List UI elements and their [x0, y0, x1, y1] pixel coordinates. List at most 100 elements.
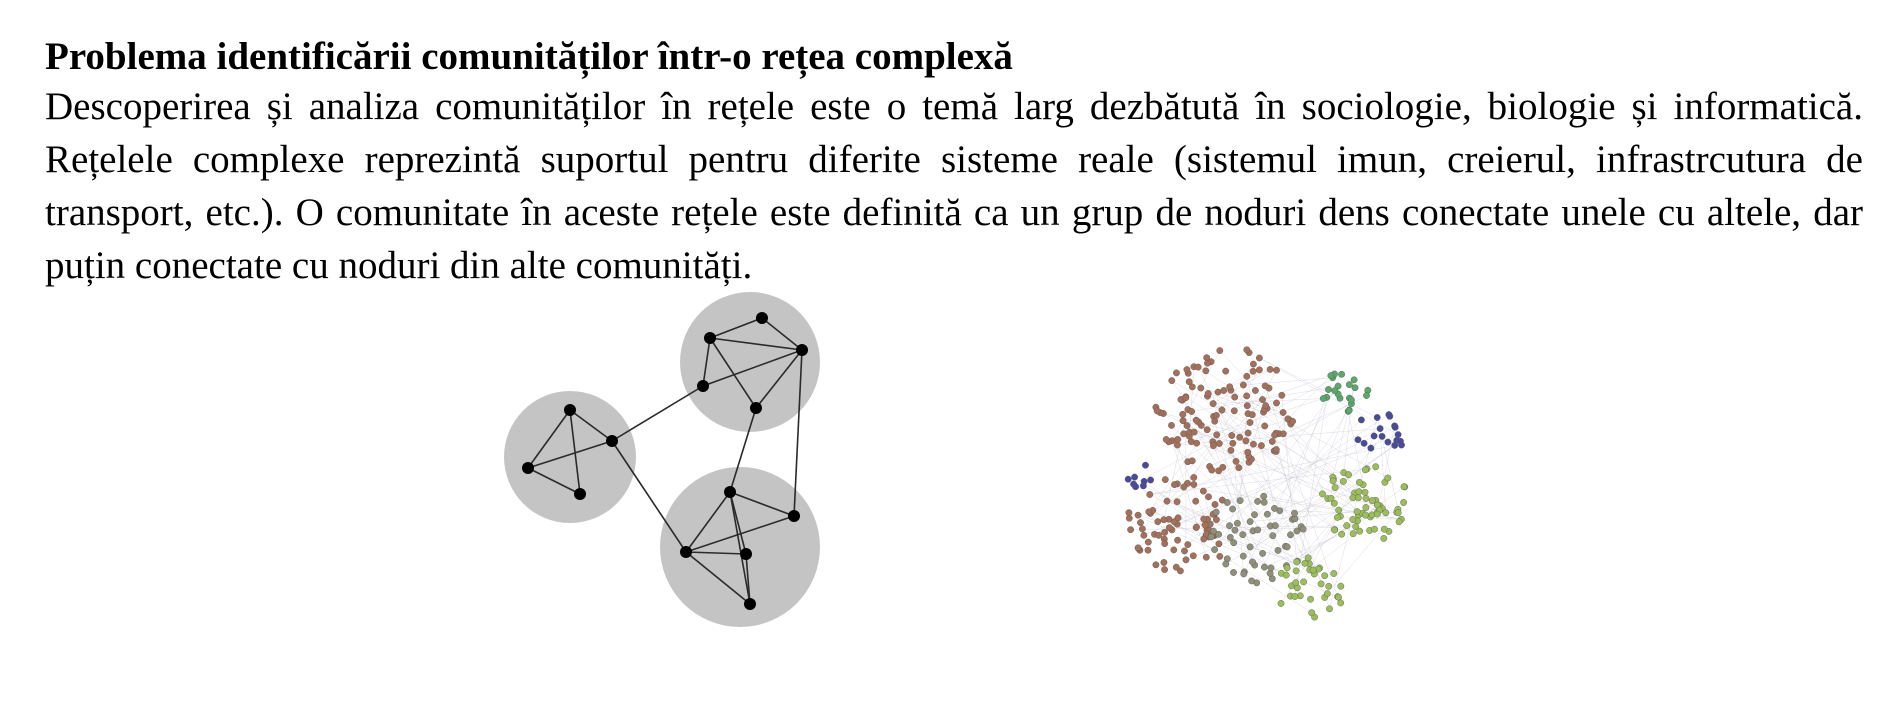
network-node: [1357, 416, 1365, 424]
network-node: [1329, 477, 1337, 485]
network-node: [1127, 526, 1134, 534]
network-edge: [1243, 445, 1395, 557]
network-node: [1215, 530, 1223, 538]
network-edge: [611, 440, 687, 553]
network-node: [1190, 481, 1198, 488]
complex-network-graph: [1124, 346, 1409, 621]
network-edge: [685, 551, 747, 555]
network-edge: [1207, 393, 1335, 530]
network-edge: [1245, 440, 1311, 570]
network-node: [1163, 497, 1171, 505]
network-edge: [1238, 467, 1258, 530]
network-node: [1330, 499, 1338, 507]
network-edge: [685, 491, 731, 553]
network-edge: [709, 337, 757, 409]
network-node: [1201, 521, 1209, 529]
network-node: [1319, 395, 1327, 402]
network-node: [1373, 510, 1381, 518]
network-node: [1376, 425, 1384, 433]
network-edge: [702, 349, 803, 387]
network-edge: [1152, 510, 1312, 613]
community-network-graph: [504, 292, 820, 627]
network-node: [1207, 533, 1215, 541]
document-page: Problema identificării comunităților înt…: [45, 34, 1863, 292]
network-node: [1249, 360, 1257, 368]
network-node: [1339, 477, 1347, 485]
network-node: [1345, 381, 1353, 388]
network-node: [1301, 559, 1309, 567]
network-node: [1200, 535, 1208, 543]
network-node: [1215, 540, 1223, 548]
network-edge: [1213, 398, 1324, 404]
network-node: [1131, 473, 1138, 481]
network-node: [1239, 552, 1247, 560]
network-node: [1321, 572, 1329, 580]
network-node: [1173, 369, 1180, 377]
network-node: [1362, 504, 1370, 511]
network-node: [1190, 428, 1198, 436]
network-edge: [611, 385, 704, 442]
network-edge: [1296, 497, 1354, 563]
network-node: [1266, 366, 1274, 373]
network-node: [1282, 571, 1290, 579]
network-edge: [1274, 434, 1311, 570]
network-node: [1338, 370, 1346, 378]
network-node: [1354, 436, 1362, 444]
network-node: [1243, 402, 1251, 410]
network-node: [1331, 387, 1339, 395]
network-edge: [1143, 481, 1214, 532]
network-node: [1192, 416, 1200, 424]
network-node: [1293, 527, 1301, 535]
section-heading: Problema identificării comunităților înt…: [45, 35, 1013, 78]
network-node: [606, 435, 618, 447]
network-node: [1292, 567, 1300, 575]
network-node: [1260, 492, 1268, 500]
network-edge: [1379, 428, 1399, 510]
network-node: [1139, 525, 1146, 533]
network-node: [1274, 546, 1282, 554]
network-node: [1249, 558, 1256, 566]
network-node: [724, 486, 736, 498]
network-node: [1229, 505, 1237, 513]
network-node: [1230, 569, 1237, 576]
network-node: [1330, 570, 1338, 577]
network-node: [1393, 437, 1401, 444]
network-node: [1155, 531, 1163, 539]
network-node: [1226, 533, 1234, 541]
network-node: [1386, 412, 1394, 420]
network-node: [1234, 519, 1241, 527]
network-edge: [1357, 428, 1381, 440]
network-node: [1254, 497, 1262, 505]
network-node: [1180, 430, 1188, 438]
network-node: [1243, 392, 1251, 400]
network-node: [1214, 388, 1222, 396]
network-node: [1174, 536, 1182, 544]
network-node: [1244, 429, 1252, 437]
network-edge: [1209, 414, 1390, 531]
network-node: [1215, 440, 1223, 447]
network-node: [1279, 409, 1287, 416]
network-node: [1216, 347, 1224, 355]
network-node: [1144, 538, 1152, 546]
network-node: [1362, 495, 1370, 502]
network-edge: [1232, 443, 1244, 574]
network-node: [1213, 431, 1221, 439]
network-edge: [569, 409, 613, 442]
network-node: [1279, 430, 1287, 438]
network-node: [1257, 442, 1265, 450]
network-node: [1173, 498, 1181, 506]
network-node: [1188, 408, 1196, 415]
network-node: [1243, 372, 1251, 380]
network-node: [1147, 476, 1154, 484]
network-edge: [1138, 514, 1305, 564]
network-node: [1368, 497, 1376, 505]
network-node: [1400, 483, 1408, 491]
network-node: [1190, 474, 1198, 481]
network-node: [1373, 414, 1381, 421]
network-node: [1319, 490, 1326, 498]
network-node: [1145, 508, 1153, 516]
network-edge: [1166, 500, 1310, 564]
network-node: [1219, 463, 1227, 471]
network-node: [1161, 566, 1168, 574]
network-node: [1239, 381, 1247, 389]
